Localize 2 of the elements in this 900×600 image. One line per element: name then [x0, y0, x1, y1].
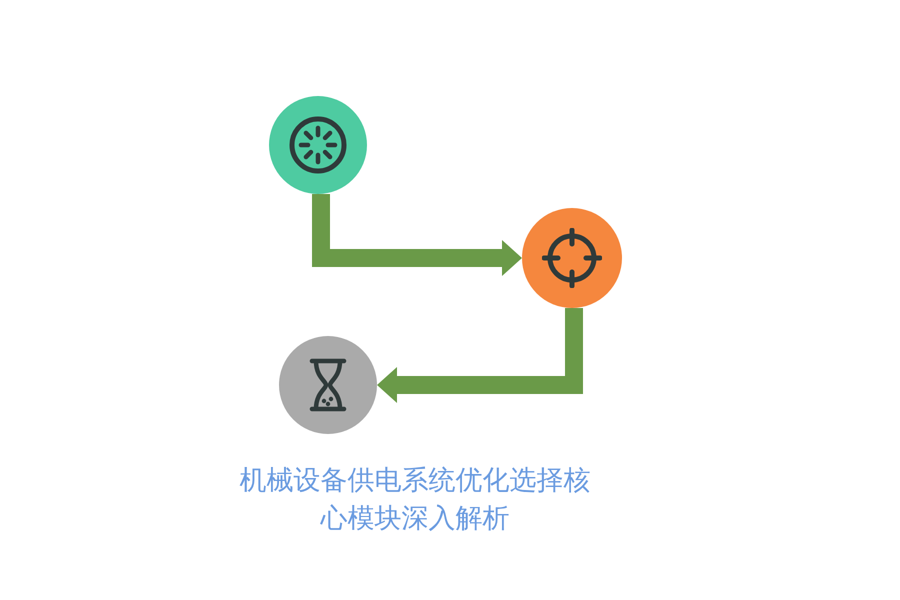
title: 机械设备供电系统优化选择核心模块深入解析	[238, 464, 592, 536]
arrow	[377, 308, 583, 403]
